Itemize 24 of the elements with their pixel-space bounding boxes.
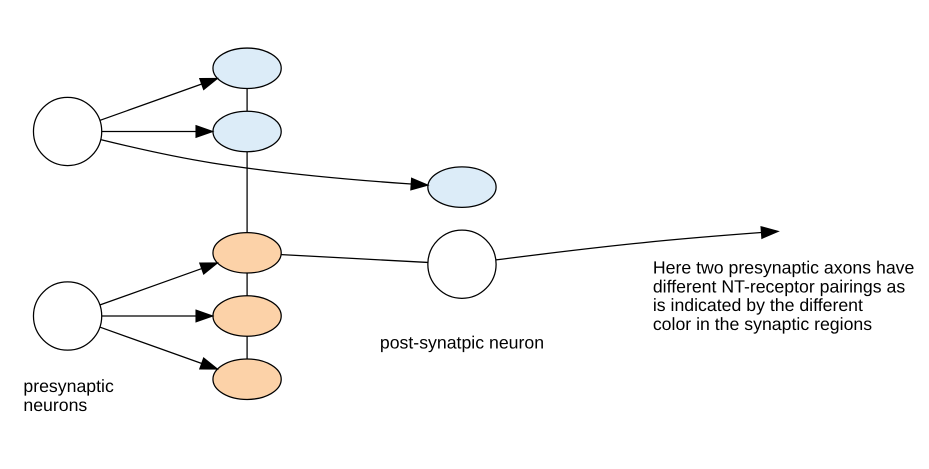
- arrow: [100, 326, 220, 370]
- node-ellipse: [212, 47, 282, 90]
- node-ellipse: [212, 232, 282, 274]
- node-ellipse: [212, 295, 282, 337]
- connector: [246, 273, 248, 296]
- node-ellipse: [427, 166, 497, 208]
- node-circle: [32, 281, 102, 351]
- label: Here two presynaptic axons have different NT-receptor pairings as is indicated by the different color in the synaptic regions: [652, 257, 914, 334]
- arrow: [102, 309, 214, 323]
- arrow: [100, 78, 220, 121]
- node-circle: [32, 96, 102, 166]
- arrow: [496, 226, 780, 261]
- connector: [246, 152, 248, 232]
- node-ellipse: [212, 358, 282, 400]
- connector: [282, 254, 428, 264]
- connector: [246, 88, 248, 112]
- node-label: post-synatpic neuron: [380, 332, 544, 353]
- label: presynaptic neurons: [23, 376, 114, 416]
- arrow: [100, 262, 220, 306]
- connector: [246, 336, 248, 359]
- arrow: [102, 124, 214, 138]
- node-ellipse: [212, 110, 282, 152]
- arrow: [101, 139, 430, 191]
- node-circle: [427, 229, 497, 299]
